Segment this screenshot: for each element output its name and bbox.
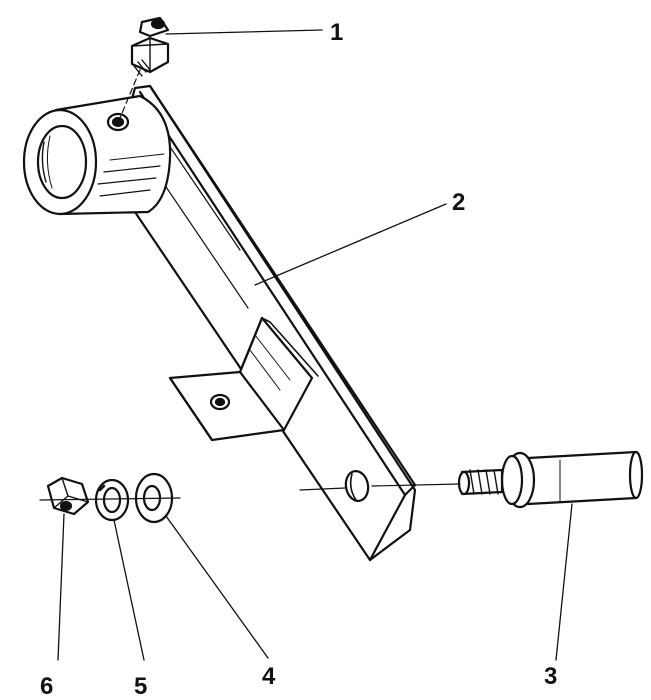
leader-lines — [57, 29, 573, 661]
callout-3: 3 — [544, 663, 557, 690]
assembly-axis-lines — [39, 69, 461, 501]
leader-6 — [57, 513, 65, 661]
leader-1 — [165, 29, 323, 35]
hex-nut — [46, 476, 90, 516]
leader-5 — [113, 519, 145, 661]
callout-5: 5 — [134, 673, 147, 700]
leader-3 — [555, 503, 573, 661]
grease-nipple — [130, 16, 170, 77]
callout-4: 4 — [262, 663, 276, 690]
hub-boss — [22, 94, 172, 216]
spring-washer — [94, 478, 130, 522]
shoulder-bolt — [457, 450, 644, 509]
leader-4 — [165, 515, 269, 659]
callout-6: 6 — [40, 673, 53, 700]
leader-2 — [254, 203, 447, 286]
callout-1: 1 — [330, 19, 343, 46]
angle-tab — [168, 316, 319, 442]
callout-2: 2 — [452, 189, 465, 216]
